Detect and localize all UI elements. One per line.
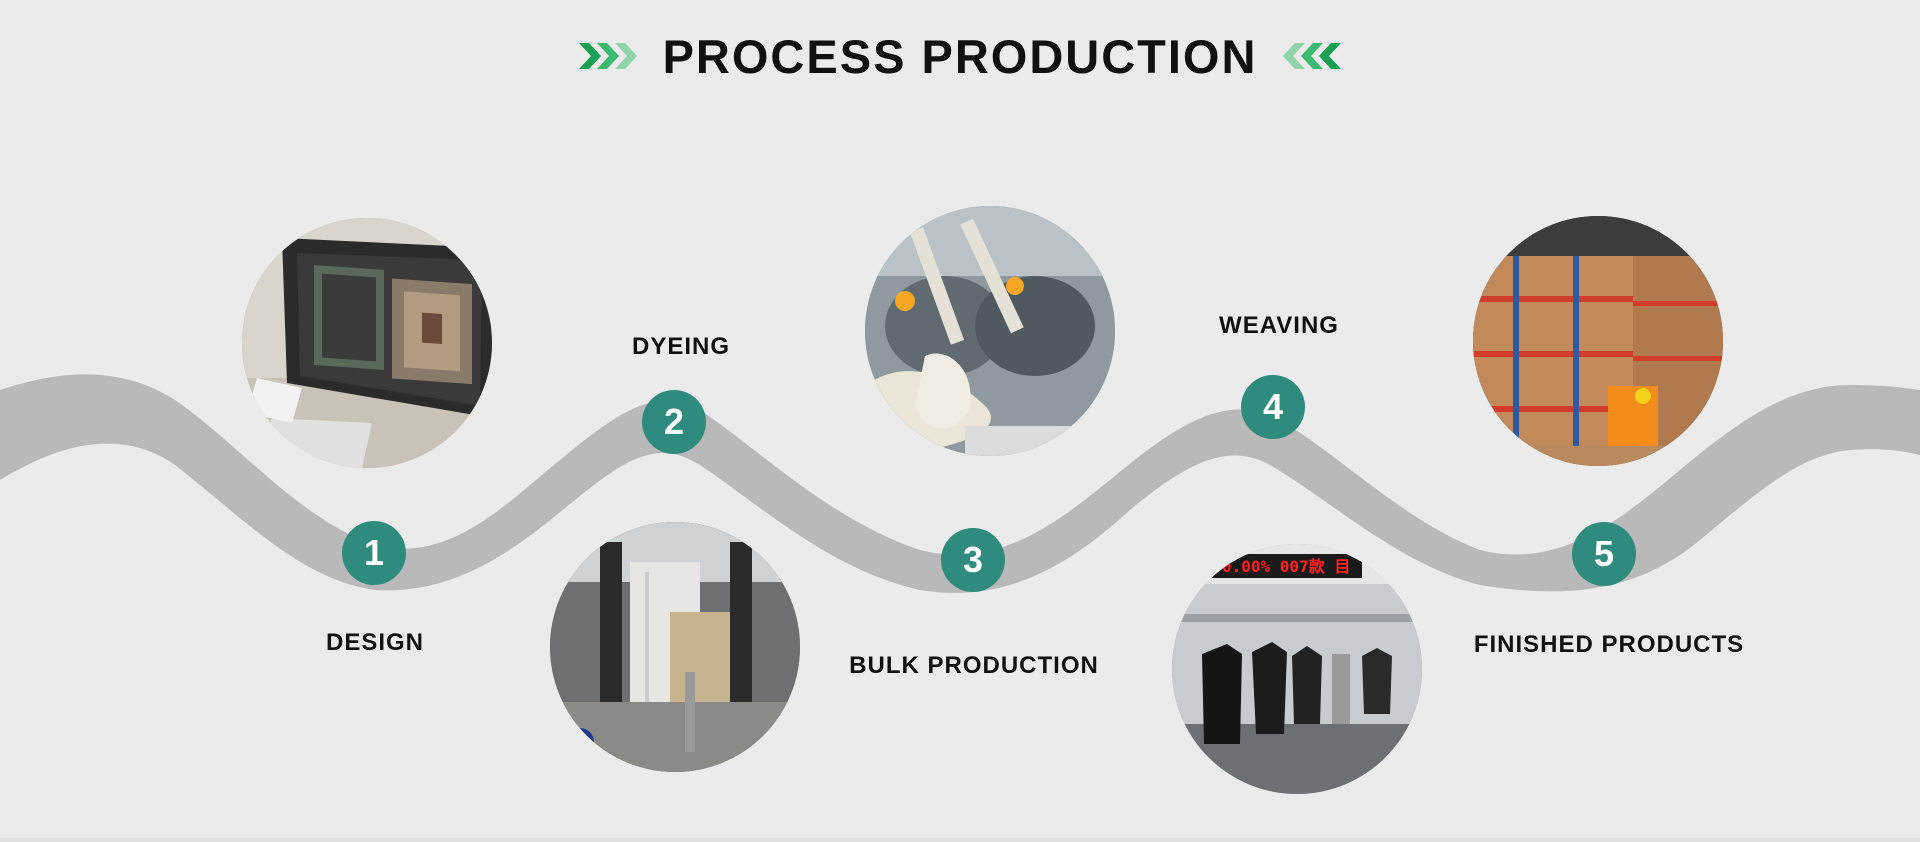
step-badge-5: 5 [1572,522,1636,586]
garment-production-line-photo: 0.00% 007款 目 [1172,544,1422,794]
step-label-finished-products: FINISHED PRODUCTS [1473,631,1745,658]
chevrons-left-icon [1283,43,1342,69]
computer-design-photo [242,218,492,468]
warehouse-shelves-photo [1473,216,1723,466]
dyeing-machine-photo [865,206,1115,456]
garment-production-line-image: 0.00% 007款 目 [1172,544,1422,794]
bottom-divider [0,838,1920,842]
warehouse-shelves-image [1473,216,1723,466]
page-title: PROCESS PRODUCTION [662,29,1258,83]
header: PROCESS PRODUCTION [0,26,1920,86]
production-line-display: 0.00% 007款 目 [1222,557,1350,576]
step-label-dyeing: DYEING [631,333,731,360]
step-badge-4: 4 [1241,375,1305,439]
dyeing-machine-image [865,206,1115,456]
computer-design-image [242,218,492,468]
step-label-bulk-production: BULK PRODUCTION [849,652,1099,679]
step-label-design: DESIGN [325,629,425,656]
weaving-loom-photo [550,522,800,772]
step-badge-3: 3 [941,528,1005,592]
chevrons-right-icon [578,43,637,69]
weaving-loom-image [550,522,800,772]
step-badge-1: 1 [342,521,406,585]
step-label-weaving: WEAVING [1219,312,1339,339]
step-badge-2: 2 [642,390,706,454]
